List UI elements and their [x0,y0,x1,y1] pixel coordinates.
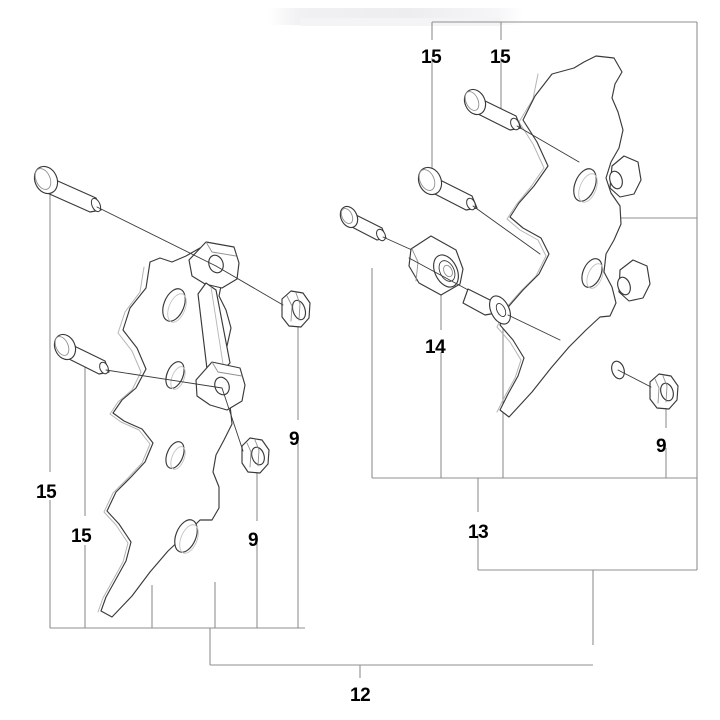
left-lower-nut-bore [251,446,265,466]
callout-label-9-right: 9 [656,436,667,457]
callout-label-13: 13 [468,522,489,543]
right-plate-hole-1 [573,168,597,202]
left-lower-lock-nut [221,387,270,474]
right-mid-bolt-axis [472,205,541,255]
left-plate-hole-1-shadow [167,293,187,323]
right-lower-bolt-axis [382,236,413,251]
left-upper-shoulder-bolt [33,165,217,267]
right-lock-nut [617,369,679,410]
left-plate-lower-lug-edge [211,361,243,377]
bushing-sleeve [408,235,471,296]
right-nut-facets [654,375,668,404]
bushing-axis [408,257,471,292]
callout-label-9-lower-left: 9 [248,530,259,551]
flanged-washer-axis [507,314,561,341]
left-upper-nut-bore [291,299,307,321]
right-upper-bolt-head-face [464,91,480,111]
right-plate-inner-edge [496,73,547,413]
left-plate-rib-highlight [210,286,224,365]
left-plate-upper-lug-edge [205,241,237,257]
left-upper-bolt-axis [96,206,217,267]
callout-label-15-mid-right: 15 [490,47,511,68]
callout-label-14: 14 [425,337,446,358]
right-lower-bolt-head-face [340,208,354,224]
watermark-band-secondary [300,18,500,26]
right-lower-bolt-tip [376,228,386,242]
right-plate-lug-mid-bore [617,276,631,296]
callout-label-15-upper-left: 15 [36,482,57,503]
callout-label-12: 12 [350,685,371,706]
left-plate-hole-3-shadow [170,446,186,470]
callout-label-15-lower-left: 15 [71,526,92,547]
left-plate-hole-3 [165,441,185,469]
flanged-washer-bore [495,303,507,317]
left-upper-bolt-head-face [34,168,52,190]
right-plate-lug-upper-bore [609,170,623,190]
callout-label-15-upper-right: 15 [421,47,442,68]
callout-label-9-upper-left: 9 [289,429,300,450]
flanged-washer-shank [462,288,497,316]
right-plate-hole-1-shadow [578,173,598,203]
right-plate-hole-2-shadow [586,263,604,289]
bushing-back-face [411,248,419,282]
right-upper-shoulder-bolt [463,88,580,163]
right-upper-bolt-tip [510,117,520,131]
right-nut-axis [617,369,652,388]
right-plate-outline [499,55,624,418]
left-plate-hole-4-shadow [179,524,199,554]
left-lower-nut-facets [246,439,260,468]
right-lower-shoulder-bolt [339,205,413,251]
right-upper-bolt-axis [516,125,580,163]
left-upper-nut-facets [286,292,301,322]
left-lower-bolt-tip [99,361,109,375]
left-lower-bolt-axis [105,369,223,389]
left-caliper-bracket-plate [97,241,246,618]
left-lower-bolt-head-face [54,336,70,356]
left-plate-lower-lug-bore [214,376,230,396]
left-plate-inner-edge [97,266,151,613]
left-plate-outline [100,247,233,618]
left-upper-nut-axis [215,265,284,306]
left-lower-shoulder-bolt [53,333,223,389]
right-mid-bolt-tip [466,197,476,211]
left-lower-nut-axis [221,387,244,452]
bushing-bore [443,264,453,278]
right-caliper-bracket-plate [496,55,651,418]
right-mid-shoulder-bolt [417,166,541,255]
left-upper-lock-nut [215,265,311,328]
flanged-washer [462,288,561,341]
left-plate-hole-1 [162,288,186,322]
left-upper-bolt-tip [90,197,102,213]
right-mid-bolt-head-face [418,169,436,191]
left-plate-hole-4 [174,519,198,553]
left-plate-hole-2-shadow [170,366,186,390]
